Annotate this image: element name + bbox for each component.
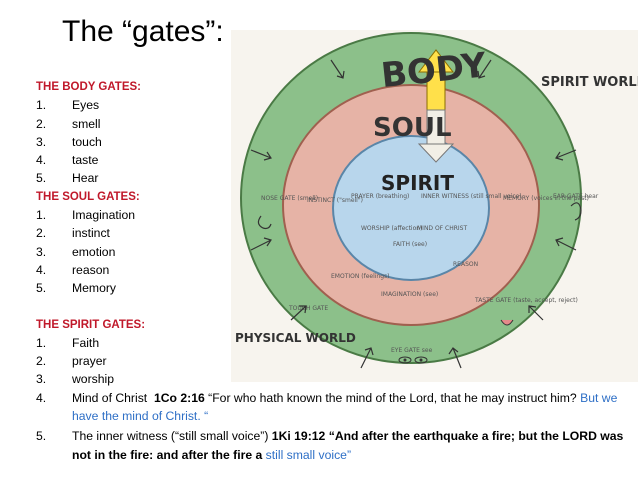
prayer-label: PRAYER (breathing) xyxy=(351,193,409,200)
spirit-core xyxy=(332,135,490,281)
list-item: 1.Imagination xyxy=(36,208,136,223)
highlight-quote: still small voice” xyxy=(265,447,351,462)
up-arrow-icon xyxy=(417,49,455,111)
physical-world-label: PHYSICAL WORLD xyxy=(235,331,356,345)
body-gates-heading: THE BODY GATES: xyxy=(36,81,141,93)
list-item: 1.Eyes xyxy=(36,98,100,113)
spirit-label: SPIRIT xyxy=(381,171,454,195)
list-item: 2.smell xyxy=(36,116,101,131)
list-item: 3.touch xyxy=(36,134,102,149)
eye-icon xyxy=(398,356,428,364)
eye-gate-label: EYE GATE see xyxy=(391,347,433,354)
scripture-ref: 1Co 2:16 xyxy=(153,390,205,405)
inner-witness-label: INNER WITNESS (still small voice) xyxy=(421,193,522,200)
nose-gate-label: NOSE GATE (smell) xyxy=(261,195,318,202)
list-item: 1.Faith xyxy=(36,335,100,350)
gate-arrows xyxy=(250,59,577,369)
soul-gates-heading: THE SOUL GATES: xyxy=(36,190,140,203)
list-item: 2.instinct xyxy=(36,226,110,241)
list-item-mind-of-christ: 4. Mind of Christ 1Co 2:16 “For who hath… xyxy=(36,390,618,424)
reason-label: REASON xyxy=(453,261,478,268)
ear-gate-label: EAR GATE hear xyxy=(553,193,599,200)
list-item: 3.worship xyxy=(36,372,114,387)
taste-gate-label: TASTE GATE (taste, accept, reject) xyxy=(474,297,578,304)
faith-label: FAITH (see) xyxy=(393,241,427,248)
list-item-inner-witness: 5. The inner witness (“still small voice… xyxy=(36,429,624,462)
gates-list: THE BODY GATES: 1.Eyes 2.smell 3.touch 4… xyxy=(36,78,636,464)
imagination-label: IMAGINATION (see) xyxy=(381,291,438,298)
gates-diagram: BODY SOUL SPIRIT SPIRIT WORLD PHYSICAL W… xyxy=(231,30,638,382)
scripture-ref: 1Ki 19:12 xyxy=(271,429,326,444)
touch-gate-label: TOUCH GATE xyxy=(288,305,328,312)
worship-label: WORSHIP (affection) xyxy=(361,225,422,232)
ear-icon xyxy=(570,202,582,221)
list-item: 5.Hear xyxy=(36,171,99,186)
highlight-quote: But we have the mind of Christ. “ xyxy=(72,390,618,424)
list-item: 3.emotion xyxy=(36,244,116,259)
emotion-label: EMOTION (feelings) xyxy=(331,273,390,280)
instinct-label: INSTINCT ("smell") xyxy=(307,197,363,204)
list-item: 5.Memory xyxy=(36,281,117,296)
list-item: 2.prayer xyxy=(36,354,107,369)
nose-icon xyxy=(257,215,272,230)
mind-of-christ-label: MIND OF CHRIST xyxy=(417,225,467,232)
slide-title: The “gates”: xyxy=(62,15,224,48)
spacer xyxy=(36,298,636,316)
memory-label: MEMORY (voices in the past) xyxy=(503,195,589,202)
list-item: 4.taste xyxy=(36,153,99,168)
tongue-icon xyxy=(500,319,514,326)
down-arrow-icon xyxy=(417,109,455,163)
list-item: 4.reason xyxy=(36,262,110,277)
spirit-world-label: SPIRIT WORLD xyxy=(541,75,638,90)
spirit-gates-heading: THE SPIRIT GATES: xyxy=(36,318,146,331)
soul-label: SOUL xyxy=(373,113,452,143)
